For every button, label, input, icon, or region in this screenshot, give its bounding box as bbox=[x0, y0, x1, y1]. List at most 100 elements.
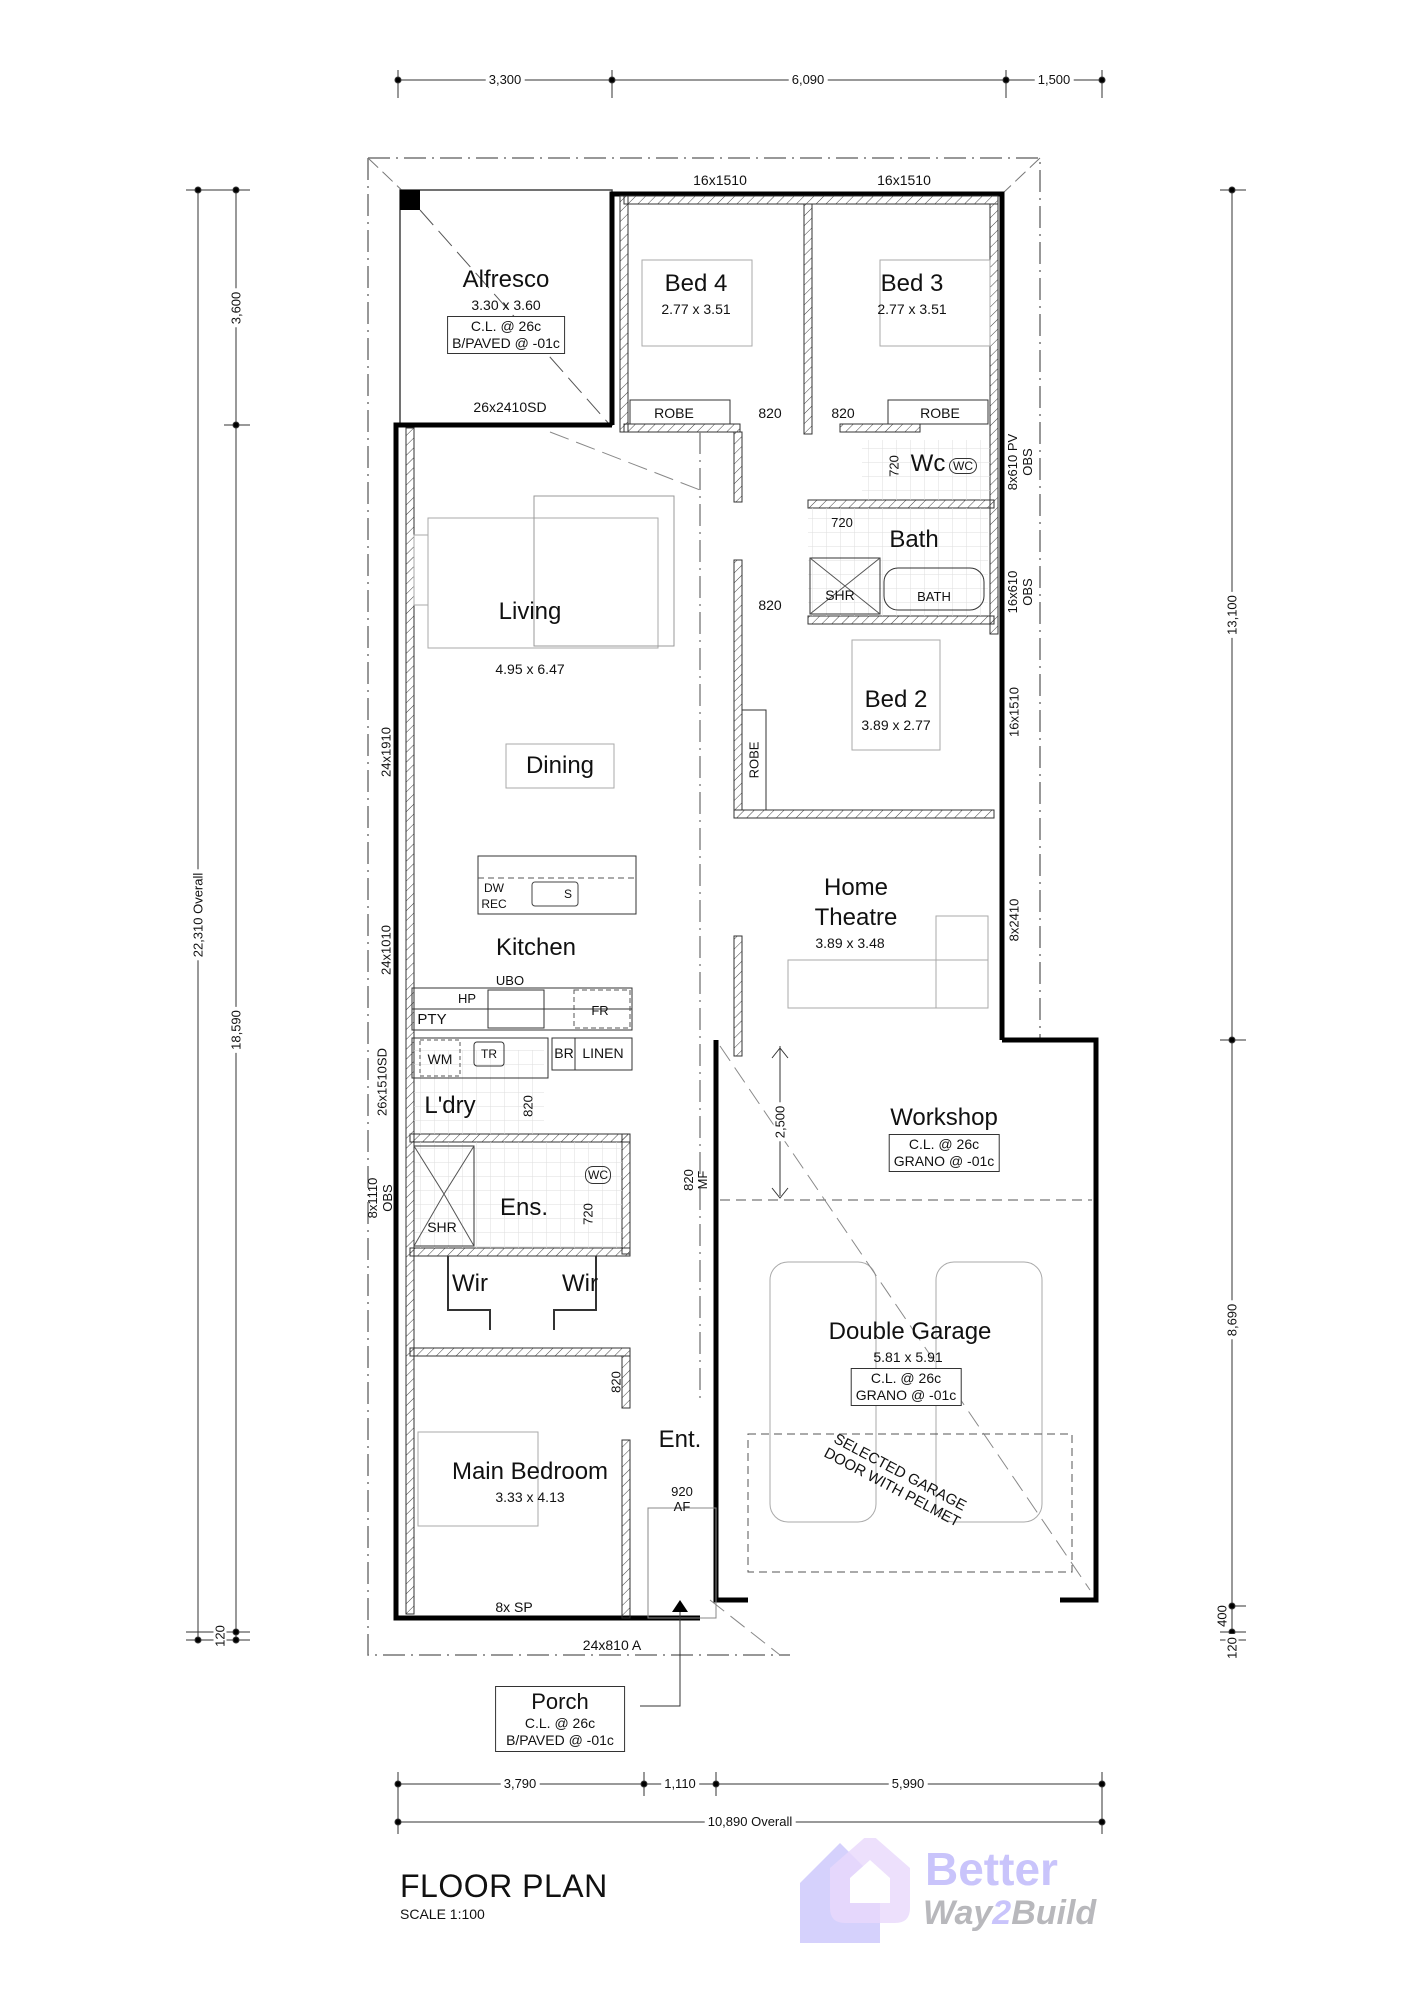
bed2-door-label: 820 bbox=[758, 597, 782, 613]
wc-window-glass: OBS bbox=[1020, 448, 1035, 476]
room-workshop: Workshop bbox=[890, 1104, 998, 1131]
kitchen-fridge: FR bbox=[591, 1003, 609, 1018]
room-bed2-size: 3.89 x 2.77 bbox=[861, 717, 931, 733]
room-ensuite: Ens. bbox=[499, 1194, 549, 1221]
logo-better: Better bbox=[925, 1843, 1058, 1895]
ensuite-window-size: 8x1110 bbox=[365, 1177, 380, 1219]
logo-way2build: Way2Build bbox=[923, 1894, 1096, 1933]
dim-left-3: 120 bbox=[213, 1622, 228, 1650]
room-kitchen: Kitchen bbox=[495, 934, 577, 961]
kitchen-recycle-bin: REC bbox=[481, 897, 507, 911]
room-home-theatre-size: 3.89 x 3.48 bbox=[815, 935, 885, 951]
room-double-garage: Double Garage bbox=[828, 1318, 992, 1345]
bed4-robe: ROBE bbox=[654, 405, 694, 421]
alfresco-note: C.L. @ 26c B/PAVED @ -01c bbox=[447, 316, 565, 354]
dim-bottom-1: 3,790 bbox=[500, 1777, 540, 1790]
garage-note: C.L. @ 26c GRANO @ -01c bbox=[850, 1368, 962, 1406]
dim-left-2: 18,590 bbox=[229, 1007, 244, 1053]
laundry-door-label: 820 bbox=[520, 1095, 536, 1117]
room-porch: Porch bbox=[531, 1689, 589, 1714]
room-wir-right: Wir bbox=[562, 1270, 598, 1297]
bed2-window-label: 16x1510 bbox=[1006, 687, 1022, 737]
garage-door-label: 820 MF bbox=[681, 1169, 710, 1191]
laundry-sliding-door-label: 26x1510SD bbox=[374, 1048, 390, 1116]
kitchen-under-bench-oven: UBO bbox=[495, 973, 525, 988]
workshop-note: C.L. @ 26c GRANO @ -01c bbox=[888, 1134, 1000, 1172]
room-bed4: Bed 4 bbox=[664, 270, 728, 297]
ensuite-door-label: 720 bbox=[580, 1203, 596, 1225]
dim-left-overall: 22,310 Overall bbox=[191, 869, 206, 961]
bed3-robe: ROBE bbox=[920, 405, 960, 421]
alfresco-note-floor: B/PAVED @ -01c bbox=[452, 335, 560, 351]
dim-bottom-overall: 10,890 Overall bbox=[704, 1815, 796, 1828]
kitchen-dishwasher: DW bbox=[484, 881, 504, 895]
room-laundry: L'dry bbox=[424, 1092, 476, 1119]
logo-way: Way bbox=[923, 1894, 993, 1932]
ensuite-shower: SHR bbox=[427, 1219, 457, 1235]
house-logo-icon bbox=[800, 1838, 910, 1943]
garage-note-ceiling: C.L. @ 26c bbox=[870, 1370, 942, 1386]
bed3-window-label: 16x1510 bbox=[877, 172, 931, 188]
garage-door-size: 820 bbox=[681, 1169, 696, 1191]
drawing-scale: SCALE 1:100 bbox=[400, 1906, 485, 1922]
room-dining: Dining bbox=[525, 752, 595, 779]
dim-left-1: 3,600 bbox=[229, 288, 244, 328]
dim-right-3: 400 bbox=[1215, 1602, 1230, 1630]
dim-top-1: 3,300 bbox=[485, 73, 525, 86]
wc-door-label: 720 bbox=[886, 455, 902, 477]
dim-right-1: 13,100 bbox=[1225, 592, 1240, 638]
room-home-theatre-line2: Theatre bbox=[814, 904, 898, 931]
living-window-label: 24x1910 bbox=[378, 727, 394, 777]
bath-window-glass: OBS bbox=[1020, 578, 1035, 606]
dim-bottom-2: 1,110 bbox=[661, 1777, 699, 1790]
kitchen-window-label: 24x1010 bbox=[378, 925, 394, 975]
bed2-robe: ROBE bbox=[746, 741, 762, 779]
bed3-door-label: 820 bbox=[831, 405, 855, 421]
entry-door-type: AF bbox=[673, 1499, 691, 1514]
dim-top-3: 1,500 bbox=[1034, 73, 1074, 86]
room-entry: Ent. bbox=[658, 1426, 702, 1453]
dim-bottom-3: 5,990 bbox=[888, 1777, 928, 1790]
wc-window-size: 8x610 PV bbox=[1005, 433, 1020, 491]
entry-door-label: 920 AF bbox=[671, 1484, 693, 1514]
bottom-dimension-line bbox=[394, 1772, 1106, 1834]
main-bedroom-window-bottom: 24x810 A bbox=[582, 1637, 642, 1653]
workshop-note-floor: GRANO @ -01c bbox=[893, 1153, 995, 1169]
logo-two: 2 bbox=[992, 1894, 1012, 1932]
porch-note-ceiling: C.L. @ 26c bbox=[524, 1715, 596, 1731]
dim-workshop-depth: 2,500 bbox=[773, 1102, 788, 1142]
dim-top-2: 6,090 bbox=[788, 73, 828, 86]
bath-window-size: 16x610 bbox=[1005, 570, 1020, 614]
garage-note-floor: GRANO @ -01c bbox=[855, 1387, 957, 1403]
room-living: Living bbox=[498, 598, 562, 625]
room-alfresco: Alfresco bbox=[462, 266, 550, 293]
room-bath: Bath bbox=[889, 526, 939, 553]
ensuite-window-label: 8x1110 OBS bbox=[365, 1178, 395, 1219]
room-wir-left: Wir bbox=[452, 1270, 488, 1297]
bath-shower: SHR bbox=[825, 587, 855, 603]
ensuite-window-glass: OBS bbox=[380, 1184, 395, 1212]
bath-window-label: 16x610 OBS bbox=[1005, 571, 1035, 614]
logo-build: Build bbox=[1011, 1894, 1097, 1932]
wc-pan: WC bbox=[949, 458, 977, 474]
right-dimension-line bbox=[1220, 186, 1246, 1641]
laundry-trough: TR bbox=[481, 1047, 497, 1061]
room-bed2: Bed 2 bbox=[864, 686, 928, 713]
kitchen-pantry: PTY bbox=[417, 1011, 447, 1028]
main-bedroom-window-top: 8x SP bbox=[495, 1599, 533, 1615]
brand-logo: Better Way2Build bbox=[790, 1838, 1120, 1948]
kitchen-sink: S bbox=[563, 887, 573, 901]
drawing-title: FLOOR PLAN bbox=[400, 1868, 608, 1904]
garage-door-type: MF bbox=[695, 1170, 710, 1190]
room-main-bedroom-size: 3.33 x 4.13 bbox=[495, 1489, 565, 1505]
room-living-size: 4.95 x 6.47 bbox=[495, 661, 565, 677]
porch-note-floor: B/PAVED @ -01c bbox=[506, 1732, 614, 1748]
kitchen-hotplate: HP bbox=[457, 991, 477, 1006]
room-double-garage-size: 5.81 x 5.91 bbox=[873, 1349, 943, 1365]
room-wc: Wc bbox=[910, 450, 946, 477]
room-alfresco-size: 3.30 x 3.60 bbox=[471, 297, 541, 313]
room-main-bedroom: Main Bedroom bbox=[451, 1458, 609, 1485]
room-bed4-size: 2.77 x 3.51 bbox=[661, 301, 731, 317]
room-home-theatre-line1: Home bbox=[823, 874, 889, 901]
